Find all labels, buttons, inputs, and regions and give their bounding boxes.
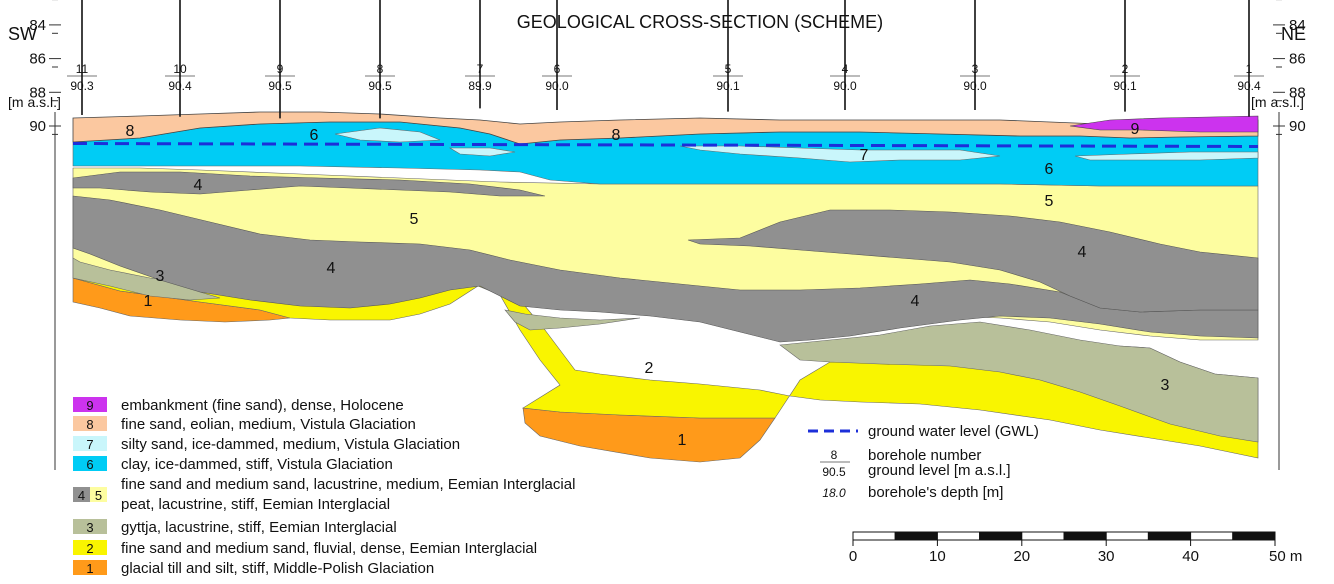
layer-label-7: 7 xyxy=(860,147,869,164)
right-tick-label: 90 xyxy=(1289,118,1306,135)
borehole-9: 990.512.0 xyxy=(265,0,295,118)
left-tick-label: 88 xyxy=(29,84,46,101)
legend-text-8: fine sand, eolian, medium, Vistula Glaci… xyxy=(121,416,416,433)
legend-key-4: 4 xyxy=(78,488,85,503)
legend-text-1: glacial till and silt, stiff, Middle-Pol… xyxy=(121,560,434,577)
borehole-3: 390.014.0 xyxy=(960,0,990,110)
scale-bar-segment xyxy=(937,532,979,540)
legend-key-8: 8 xyxy=(86,417,93,432)
legend-depth-sample: 18.0 xyxy=(822,486,846,500)
layer-label-4b: 4 xyxy=(327,260,336,277)
gwl-legend-text: ground water level (GWL) xyxy=(868,423,1039,440)
depth-text: borehole's depth [m] xyxy=(868,484,1003,501)
layer-9 xyxy=(1070,116,1258,132)
left-tick-label: 84 xyxy=(29,17,46,34)
layer-label-6a: 6 xyxy=(310,127,319,144)
scale-bar: 0 10 20 30 40 50 m xyxy=(849,532,1303,565)
right-tick-label: 84 xyxy=(1289,17,1306,34)
scale-bar-segment xyxy=(1064,532,1106,540)
legend-key-9: 9 xyxy=(86,398,93,413)
layer-label-8a: 8 xyxy=(126,123,135,140)
legend-item-1: 1 glacial till and silt, stiff, Middle-P… xyxy=(73,560,434,577)
legend-key-1: 1 xyxy=(86,561,93,576)
figure-title: GEOLOGICAL CROSS-SECTION (SCHEME) xyxy=(517,12,883,32)
layer-label-2: 2 xyxy=(645,360,654,377)
layer-label-4c: 4 xyxy=(1078,244,1087,261)
legend-key-6: 6 xyxy=(86,457,93,472)
scale-bar-segment xyxy=(1148,532,1190,540)
scale-bar-label: 40 xyxy=(1182,548,1199,565)
legend-key-2: 2 xyxy=(86,541,93,556)
layer-label-9: 9 xyxy=(1131,121,1140,138)
scale-bar-segment xyxy=(1233,532,1275,540)
legend-key-5: 5 xyxy=(95,488,102,503)
layer-label-4a: 4 xyxy=(194,177,203,194)
scale-bar-segment xyxy=(895,532,937,540)
borehole-11: 1190.310.0 xyxy=(67,0,97,115)
left-tick-label: 90 xyxy=(29,118,46,135)
legend-item-8: 8 fine sand, eolian, medium, Vistula Gla… xyxy=(73,416,416,433)
legend-item-6: 6 clay, ice-dammed, stiff, Vistula Glaci… xyxy=(73,456,393,473)
scale-bar-label: 30 xyxy=(1098,548,1115,565)
scale-bar-label: 20 xyxy=(1013,548,1030,565)
legend-text-7: silty sand, ice-dammed, medium, Vistula … xyxy=(121,436,460,453)
layer-label-6b: 6 xyxy=(1045,161,1054,178)
layer-label-8b: 8 xyxy=(612,127,621,144)
legend-item-3: 3 gyttja, lacustrine, stiff, Eemian Inte… xyxy=(73,519,397,536)
layer-label-1a: 1 xyxy=(144,293,153,310)
layer-label-4d: 4 xyxy=(911,293,920,310)
legend-ground-level: 90.5 xyxy=(822,465,846,479)
legend-text-5: fine sand and medium sand, lacustrine, m… xyxy=(121,476,575,493)
legend-item-7: 7 silty sand, ice-dammed, medium, Vistul… xyxy=(73,436,460,453)
legend-item-9: 9 embankment (fine sand), dense, Holocen… xyxy=(73,397,404,414)
scale-bar-segment xyxy=(1022,532,1064,540)
scale-bar-segment xyxy=(1191,532,1233,540)
legend-item-2: 2 fine sand and medium sand, fluvial, de… xyxy=(73,540,537,557)
left-tick-label: 86 xyxy=(29,51,46,68)
layer-label-5b: 5 xyxy=(1045,193,1054,210)
layer-label-3a: 3 xyxy=(156,268,165,285)
layer-label-1b: 1 xyxy=(678,432,687,449)
borehole-2: 290.112.0 xyxy=(1110,0,1140,112)
scale-bar-segment xyxy=(980,532,1022,540)
legend-text-6: clay, ice-dammed, stiff, Vistula Glaciat… xyxy=(121,456,393,473)
layer-label-5a: 5 xyxy=(410,211,419,228)
legend-item-4-5: 4 5 fine sand and medium sand, lacustrin… xyxy=(73,476,575,513)
ground-level-text: ground level [m a.s.l.] xyxy=(868,462,1011,479)
legend-key-7: 7 xyxy=(86,437,93,452)
legend-borehole-number: 8 xyxy=(831,448,838,462)
legend-text-4: peat, lacustrine, stiff, Eemian Intergla… xyxy=(121,496,390,513)
scale-bar-segment xyxy=(1106,532,1148,540)
symbol-legend: ground water level (GWL) 8 90.5 borehole… xyxy=(808,423,1039,501)
scale-bar-label: 0 xyxy=(849,548,857,565)
scale-bar-label: 50 m xyxy=(1269,548,1302,565)
layer-label-3b: 3 xyxy=(1161,377,1170,394)
legend-text-9: embankment (fine sand), dense, Holocene xyxy=(121,397,404,414)
legend-key-3: 3 xyxy=(86,520,93,535)
layer-legend: 9 embankment (fine sand), dense, Holocen… xyxy=(73,397,575,577)
scale-bar-segment xyxy=(853,532,895,540)
scale-bar-label: 10 xyxy=(929,548,946,565)
right-tick-label: 88 xyxy=(1289,84,1306,101)
legend-text-2: fine sand and medium sand, fluvial, dens… xyxy=(121,540,537,557)
borehole-8: 890.512.0 xyxy=(365,0,395,118)
borehole-7: 789.910.0 xyxy=(465,0,495,108)
legend-text-3: gyttja, lacustrine, stiff, Eemian Interg… xyxy=(121,519,397,536)
right-tick-label: 86 xyxy=(1289,51,1306,68)
